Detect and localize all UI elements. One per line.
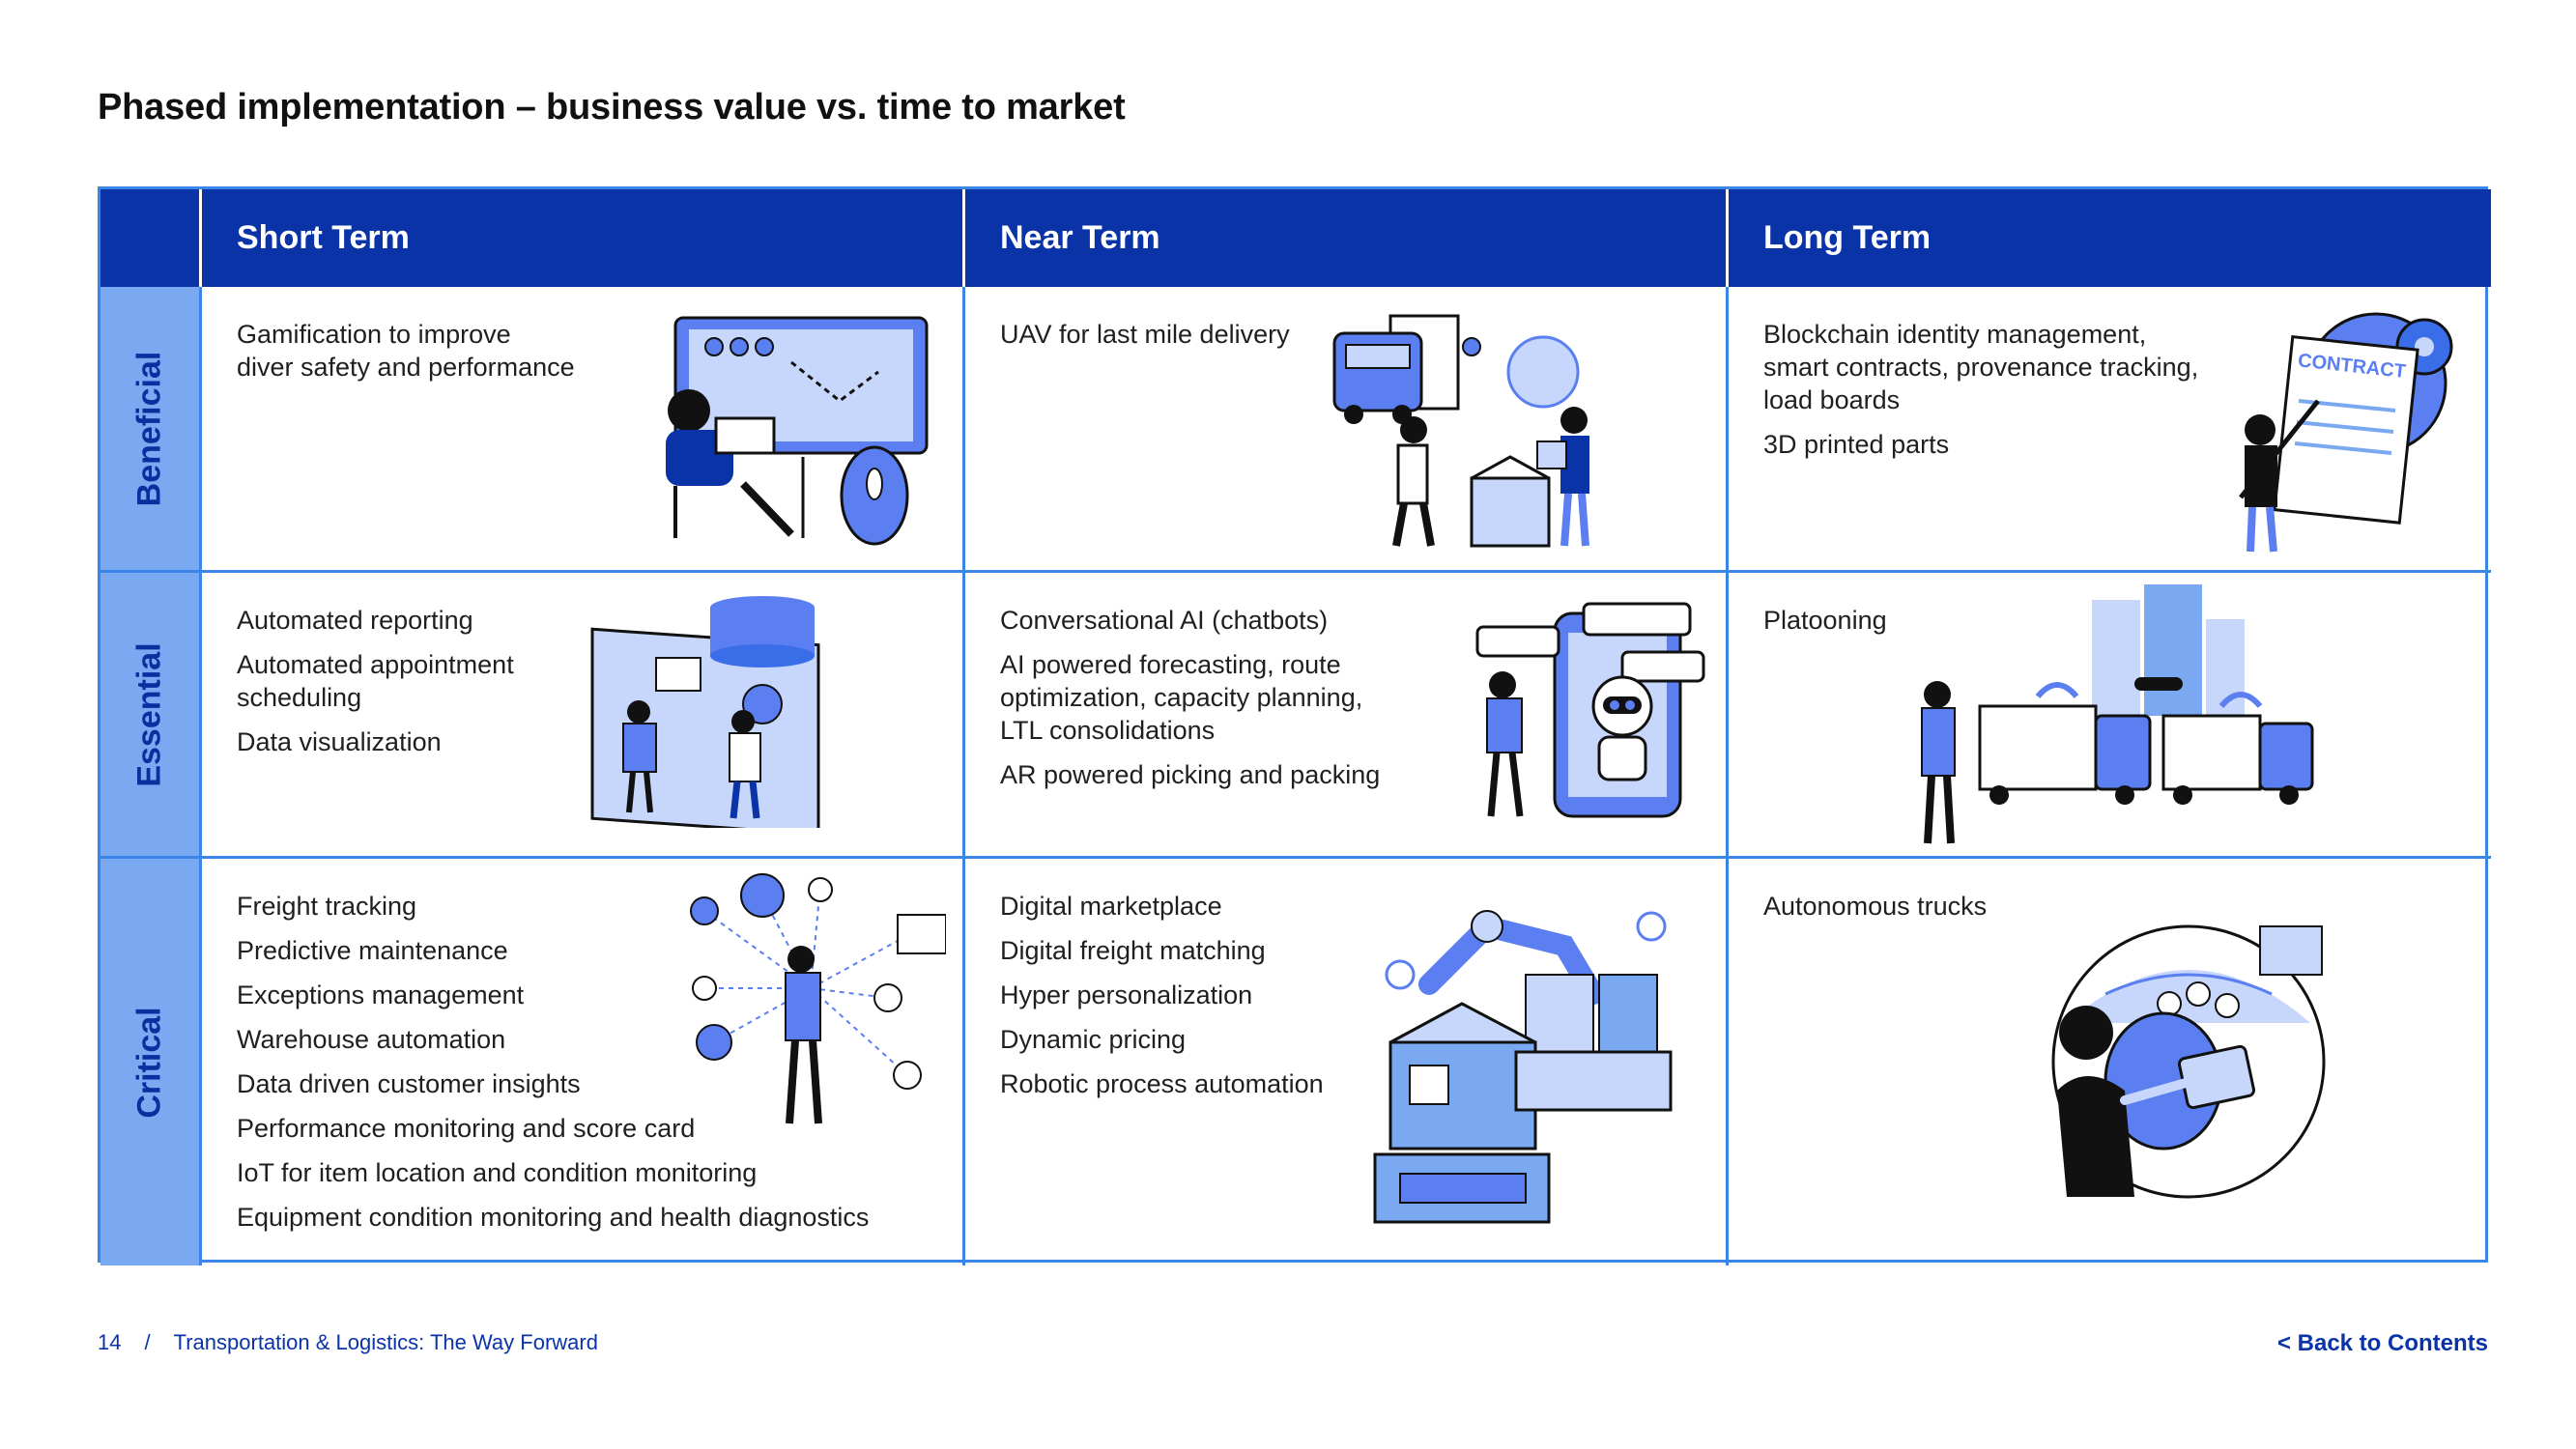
truck-platoon-icon xyxy=(1921,584,2314,844)
list-item: Automated reporting xyxy=(237,606,473,635)
list-item: Dynamic pricing xyxy=(1000,1025,1187,1054)
list-item: Automated appointment scheduling xyxy=(237,650,514,712)
list-item: AR powered picking and packing xyxy=(1000,760,1381,789)
list-item: IoT for item location and condition moni… xyxy=(237,1158,758,1187)
contract-signing-icon: CONTRACT xyxy=(2239,312,2453,553)
list-item: Autonomous trucks xyxy=(1763,892,1988,921)
page-title: Phased implementation – business value v… xyxy=(98,87,1126,128)
list-item: Hyper personalization xyxy=(1000,980,1253,1009)
list-item: Predictive maintenance xyxy=(237,936,508,965)
row-label-beneficial: Beneficial xyxy=(100,287,202,573)
phase-table: Short Term Near Term Long Term Beneficia… xyxy=(98,186,2491,1265)
list-item: Freight tracking xyxy=(237,892,417,921)
robotic-warehouse-icon xyxy=(1373,910,1673,1224)
cell-critical-near-term: Digital marketplace Digital freight matc… xyxy=(965,859,1729,1265)
list-item: AI powered forecasting, route optimizati… xyxy=(1000,650,1363,745)
list-item: Warehouse automation xyxy=(237,1025,506,1054)
autonomous-cockpit-icon xyxy=(2051,924,2326,1199)
column-header-short-term: Short Term xyxy=(202,189,965,287)
column-header-long-term: Long Term xyxy=(1729,189,2491,287)
list-item: Platooning xyxy=(1763,606,1887,635)
page-number: 14 xyxy=(98,1330,122,1354)
footer-separator: / xyxy=(144,1330,151,1354)
document-title: Transportation & Logistics: The Way Forw… xyxy=(173,1330,598,1354)
list-item: Data visualization xyxy=(237,727,442,756)
cell-essential-short-term: Automated reporting Automated appointmen… xyxy=(202,573,965,859)
list-item: Data driven customer insights xyxy=(237,1069,581,1098)
gamer-at-desk-icon xyxy=(666,316,929,546)
footer-page-info: 14 / Transportation & Logistics: The Way F… xyxy=(98,1330,598,1355)
list-item: Performance monitoring and score card xyxy=(237,1114,696,1143)
data-dashboard-icon xyxy=(590,596,820,828)
cell-beneficial-short-term: Gamification to improve diver safety and… xyxy=(202,287,965,573)
list-item: 3D printed parts xyxy=(1763,430,1950,459)
list-item: Conversational AI (chatbots) xyxy=(1000,606,1329,635)
list-item: Equipment condition monitoring and healt… xyxy=(237,1203,870,1232)
table-corner xyxy=(100,189,202,287)
list-item: Digital freight matching xyxy=(1000,936,1266,965)
delivery-workers-icon xyxy=(1332,314,1589,548)
list-item: UAV for last mile delivery xyxy=(1000,320,1290,349)
cell-critical-long-term: Autonomous trucks xyxy=(1729,859,2491,1265)
connected-network-icon xyxy=(690,873,946,1124)
row-label-essential: Essential xyxy=(100,573,202,859)
cell-critical-short-term: Freight tracking Predictive maintenance … xyxy=(202,859,965,1265)
cell-beneficial-long-term: Blockchain identity management, smart co… xyxy=(1729,287,2491,573)
list-item: Exceptions management xyxy=(237,980,525,1009)
list-item: Robotic process automation xyxy=(1000,1069,1324,1098)
list-item: Gamification to improve diver safety and… xyxy=(237,320,575,382)
cell-essential-near-term: Conversational AI (chatbots) AI powered … xyxy=(965,573,1729,859)
cell-essential-long-term: Platooning xyxy=(1729,573,2491,859)
cell-beneficial-near-term: UAV for last mile delivery xyxy=(965,287,1729,573)
row-label-critical: Critical xyxy=(100,859,202,1265)
list-item: Digital marketplace xyxy=(1000,892,1222,921)
back-to-contents-link[interactable]: < Back to Contents xyxy=(2276,1330,2488,1356)
list-item: Blockchain identity management, smart co… xyxy=(1763,320,2199,414)
chatbot-icon xyxy=(1475,602,1705,818)
column-header-near-term: Near Term xyxy=(965,189,1729,287)
